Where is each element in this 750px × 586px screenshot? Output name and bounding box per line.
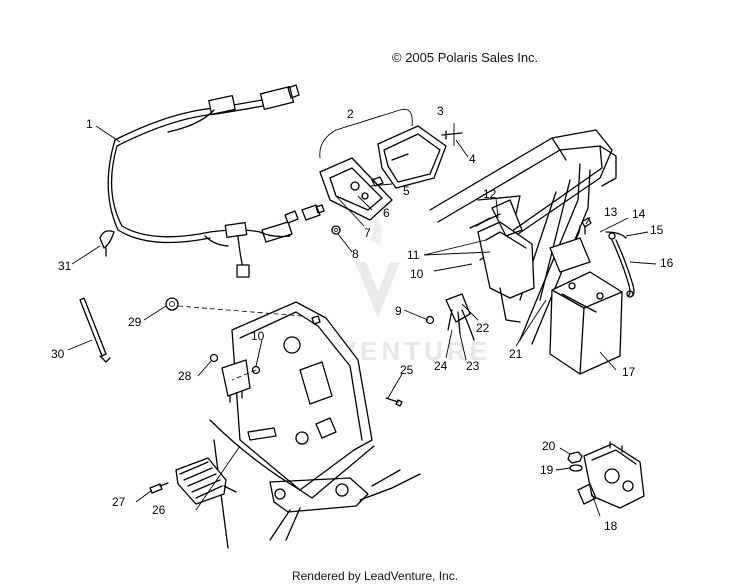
callout-15: 15 bbox=[650, 223, 664, 237]
callout-18: 18 bbox=[604, 519, 618, 533]
callout-10-upper: 10 bbox=[410, 267, 424, 281]
callout-17: 17 bbox=[622, 365, 636, 379]
callout-20: 20 bbox=[542, 439, 556, 453]
mounting-plate bbox=[231, 301, 375, 499]
regulator-screw bbox=[149, 482, 169, 494]
callout-14: 14 bbox=[632, 207, 646, 221]
starter-relay bbox=[425, 293, 475, 341]
harness-clip bbox=[99, 230, 115, 257]
callout-8: 8 bbox=[352, 247, 359, 261]
voltage-regulator bbox=[175, 457, 237, 505]
starter-solenoid bbox=[577, 441, 645, 509]
callout-27: 27 bbox=[112, 495, 126, 509]
callout-23: 23 bbox=[466, 359, 480, 373]
callout-25: 25 bbox=[400, 363, 414, 377]
callout-6: 6 bbox=[383, 206, 390, 220]
battery-bracket bbox=[475, 199, 535, 323]
callout-19: 19 bbox=[540, 463, 554, 477]
callout-24: 24 bbox=[434, 359, 448, 373]
wiring-harness bbox=[107, 84, 300, 278]
mounting-bolt bbox=[385, 397, 403, 407]
rendered-by-footer: Rendered by LeadVenture, Inc. bbox=[291, 569, 459, 583]
callout-11: 11 bbox=[407, 248, 420, 262]
frame-lower bbox=[209, 419, 421, 549]
grommet bbox=[165, 297, 179, 311]
battery-cables bbox=[549, 225, 635, 298]
callout-31: 31 bbox=[58, 259, 72, 273]
copyright-notice: © 2005 Polaris Sales Inc. bbox=[392, 50, 539, 65]
callout-13: 13 bbox=[604, 205, 618, 219]
callout-22: 22 bbox=[476, 321, 490, 335]
callout-16: 16 bbox=[660, 256, 674, 270]
callout-1: 1 bbox=[86, 117, 93, 131]
callout-4: 4 bbox=[469, 152, 476, 166]
leader-lines bbox=[67, 123, 657, 517]
terminal-bolt bbox=[581, 217, 592, 235]
callout-26: 26 bbox=[152, 503, 166, 517]
callout-labels: 1 2 3 4 5 6 7 8 9 10 10 11 12 13 14 15 1… bbox=[51, 104, 674, 533]
callout-21: 21 bbox=[509, 347, 523, 361]
callout-12: 12 bbox=[483, 187, 497, 201]
battery bbox=[549, 271, 623, 375]
callout-2: 2 bbox=[347, 107, 354, 121]
callout-28: 28 bbox=[178, 369, 192, 383]
callout-9: 9 bbox=[395, 304, 402, 318]
cable-tie bbox=[79, 297, 111, 363]
lock-nut bbox=[567, 451, 583, 464]
callout-3: 3 bbox=[437, 104, 444, 118]
callout-30: 30 bbox=[51, 347, 65, 361]
washer-lower bbox=[251, 365, 261, 375]
flat-washer bbox=[569, 464, 583, 472]
ignition-module bbox=[209, 353, 251, 403]
callout-10-lower: 10 bbox=[251, 329, 265, 343]
callout-7: 7 bbox=[364, 226, 371, 240]
callout-5: 5 bbox=[403, 184, 410, 198]
taillight-assembly bbox=[301, 125, 463, 235]
callout-29: 29 bbox=[128, 315, 142, 329]
